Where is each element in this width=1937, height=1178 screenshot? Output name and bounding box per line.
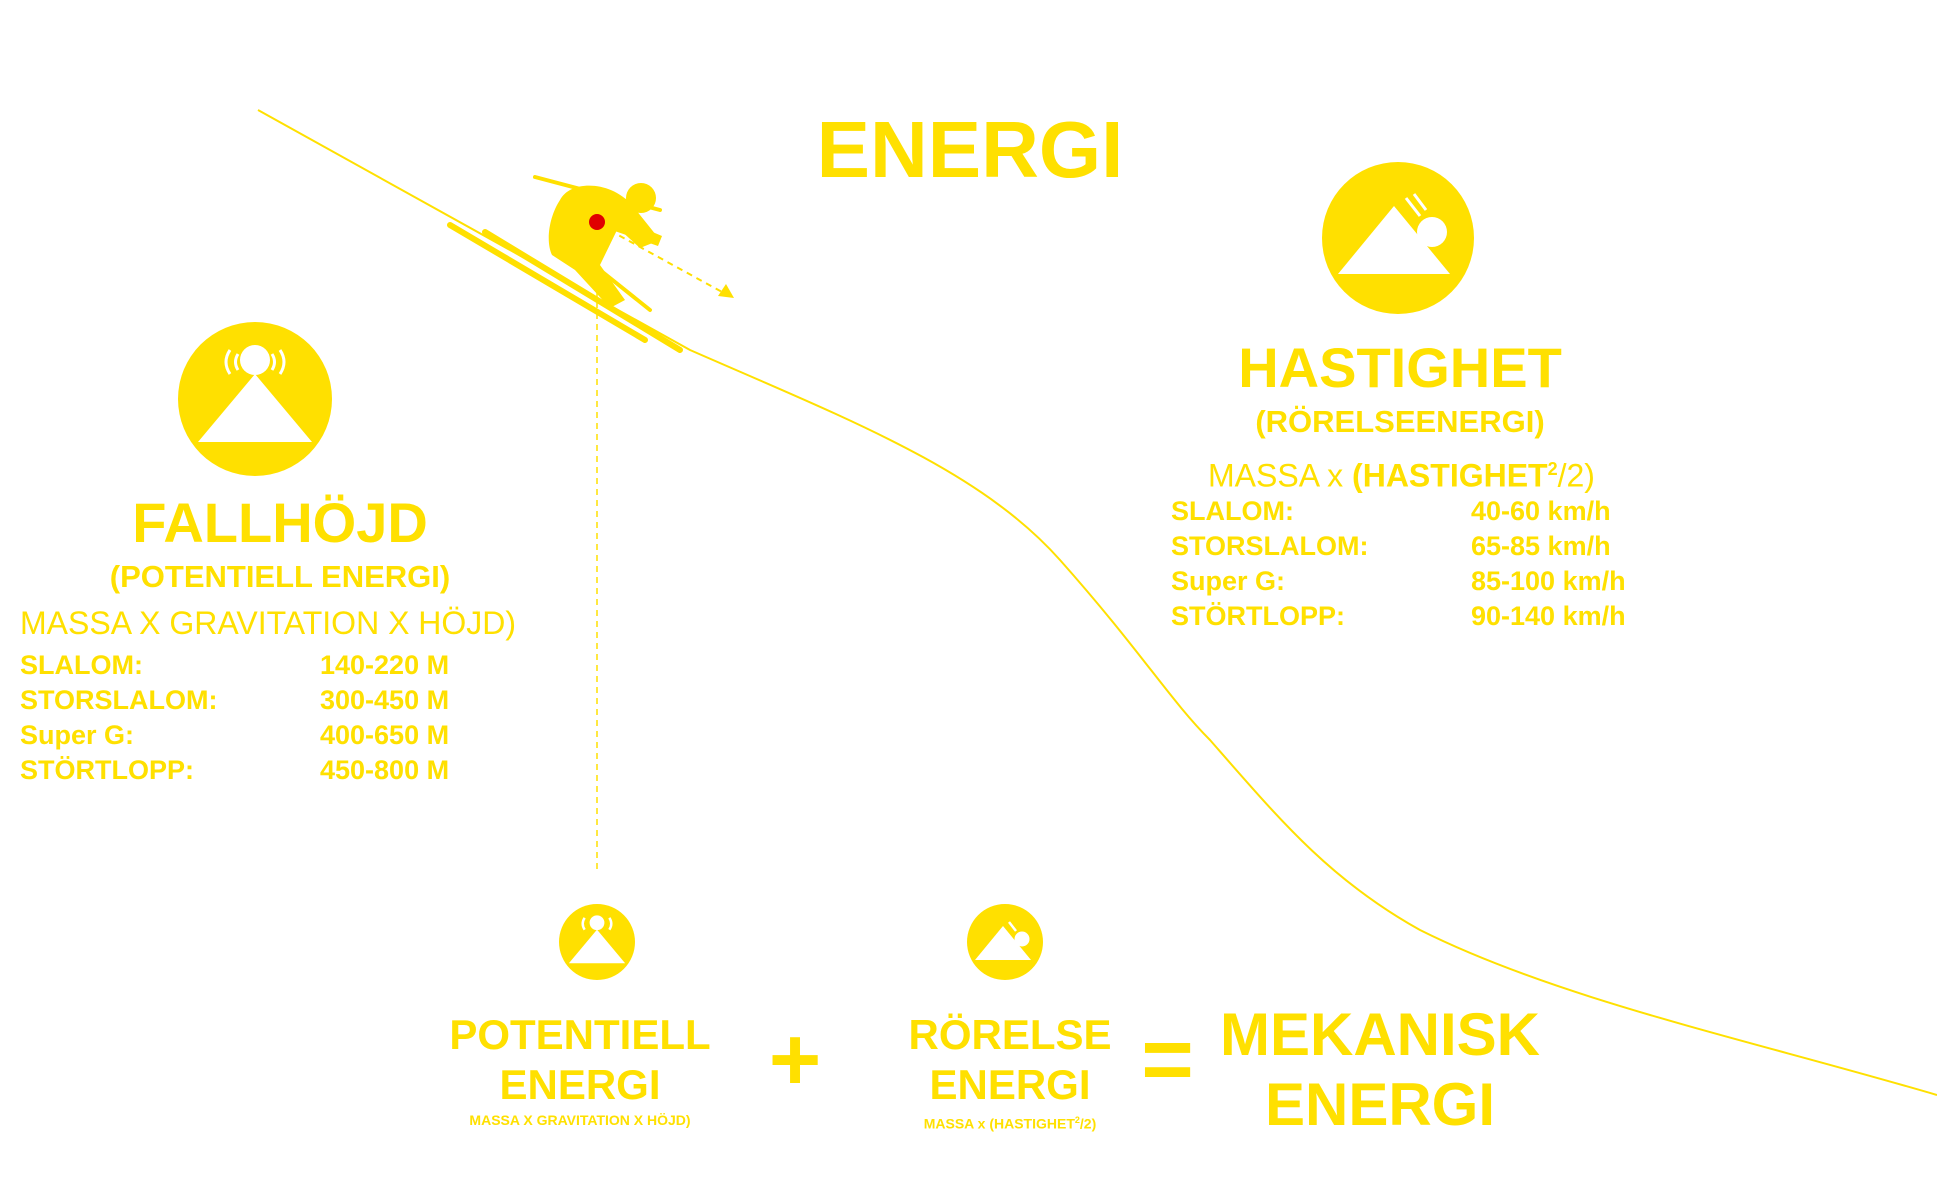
right-subheading: (RÖRELSEENERGI) [1255, 404, 1545, 439]
equation-equals: = [1141, 1010, 1194, 1110]
right-formula-suffix: /2) [1557, 457, 1595, 494]
right-formula-prefix: MASSA x [1208, 457, 1353, 494]
left-formula: MASSA X GRAVITATION X HÖJD) [20, 605, 517, 641]
equation-plus: + [768, 1010, 822, 1110]
right-row: STORSLALOM: 65-85 km/h [1171, 531, 1611, 562]
equation-result-line2: ENERGI [1264, 1071, 1496, 1138]
right-row-label: STÖRTLOPP: [1171, 601, 1345, 631]
skier-icon [447, 175, 683, 353]
equation-term2-formula-sup: 2 [1074, 1115, 1080, 1125]
mountain-with-rolling-ball-icon [967, 904, 1043, 980]
right-row-value: 85-100 km/h [1471, 566, 1626, 596]
right-panel-icon [1322, 162, 1474, 319]
right-formula: MASSA x (HASTIGHET2/2) [1208, 449, 1595, 496]
left-row-label: STÖRTLOPP: [20, 755, 194, 785]
left-panel-icon [178, 322, 332, 481]
left-row-label: Super G: [20, 720, 135, 750]
center-of-mass-marker [589, 214, 605, 230]
left-heading: FALLHÖJD [132, 491, 428, 554]
equation-term2-formula-suffix: /2) [1079, 1115, 1097, 1132]
equation-term2-formula: MASSA x (HASTIGHET2/2) [870, 1111, 1150, 1133]
equation-term2-formula-prefix: MASSA x (HASTIGHET [923, 1115, 1075, 1132]
equation-term1-icon [559, 904, 635, 985]
left-row-value: 140-220 M [320, 650, 450, 680]
right-row-label: SLALOM: [1171, 496, 1294, 526]
left-row-value: 300-450 M [320, 685, 450, 715]
left-row-label: STORSLALOM: [20, 685, 218, 715]
velocity-arrow-icon [599, 224, 734, 298]
left-row: Super G: 400-650 M [20, 720, 449, 751]
right-row-value: 40-60 km/h [1471, 496, 1611, 526]
equation-term2-line2: ENERGI [929, 1061, 1091, 1108]
equation-term2: RÖRELSE ENERGI [870, 1010, 1150, 1110]
mountain-with-rolling-ball-icon [1322, 162, 1474, 314]
right-heading: HASTIGHET [1238, 336, 1562, 399]
page-title: ENERGI [816, 105, 1124, 194]
equation-term1-line1: POTENTIELL [449, 1011, 711, 1058]
mountain-with-summit-ball-icon [559, 904, 635, 980]
right-row-label: Super G: [1171, 566, 1286, 596]
left-row-value: 400-650 M [320, 720, 450, 750]
equation-term1-formula: MASSA X GRAVITATION X HÖJD) [469, 1112, 691, 1128]
right-row-label: STORSLALOM: [1171, 531, 1369, 561]
equation-term2-line1: RÖRELSE [908, 1011, 1112, 1058]
left-row-label: SLALOM: [20, 650, 143, 680]
left-subheading: (POTENTIELL ENERGI) [109, 559, 451, 594]
equation-result: MEKANISK ENERGI [1210, 1000, 1550, 1140]
left-row: SLALOM: 140-220 M [20, 650, 449, 681]
equation-term1: POTENTIELL ENERGI [430, 1010, 730, 1110]
equation-result-line1: MEKANISK [1219, 1001, 1540, 1068]
left-row-value: 450-800 M [320, 755, 450, 785]
right-formula-bold: (HASTIGHET [1352, 457, 1548, 494]
equation-term2-icon [967, 904, 1043, 985]
right-row: SLALOM: 40-60 km/h [1171, 496, 1611, 527]
equation-term1-line2: ENERGI [499, 1061, 661, 1108]
slope-line [257, 109, 1937, 1096]
left-row: STÖRTLOPP: 450-800 M [20, 755, 449, 786]
right-formula-sup: 2 [1547, 459, 1558, 479]
right-row-value: 65-85 km/h [1471, 531, 1611, 561]
left-row: STORSLALOM: 300-450 M [20, 685, 449, 716]
right-row: STÖRTLOPP: 90-140 km/h [1171, 601, 1626, 632]
right-row: Super G: 85-100 km/h [1171, 566, 1626, 597]
right-row-value: 90-140 km/h [1471, 601, 1626, 631]
mountain-with-summit-ball-icon [178, 322, 332, 476]
